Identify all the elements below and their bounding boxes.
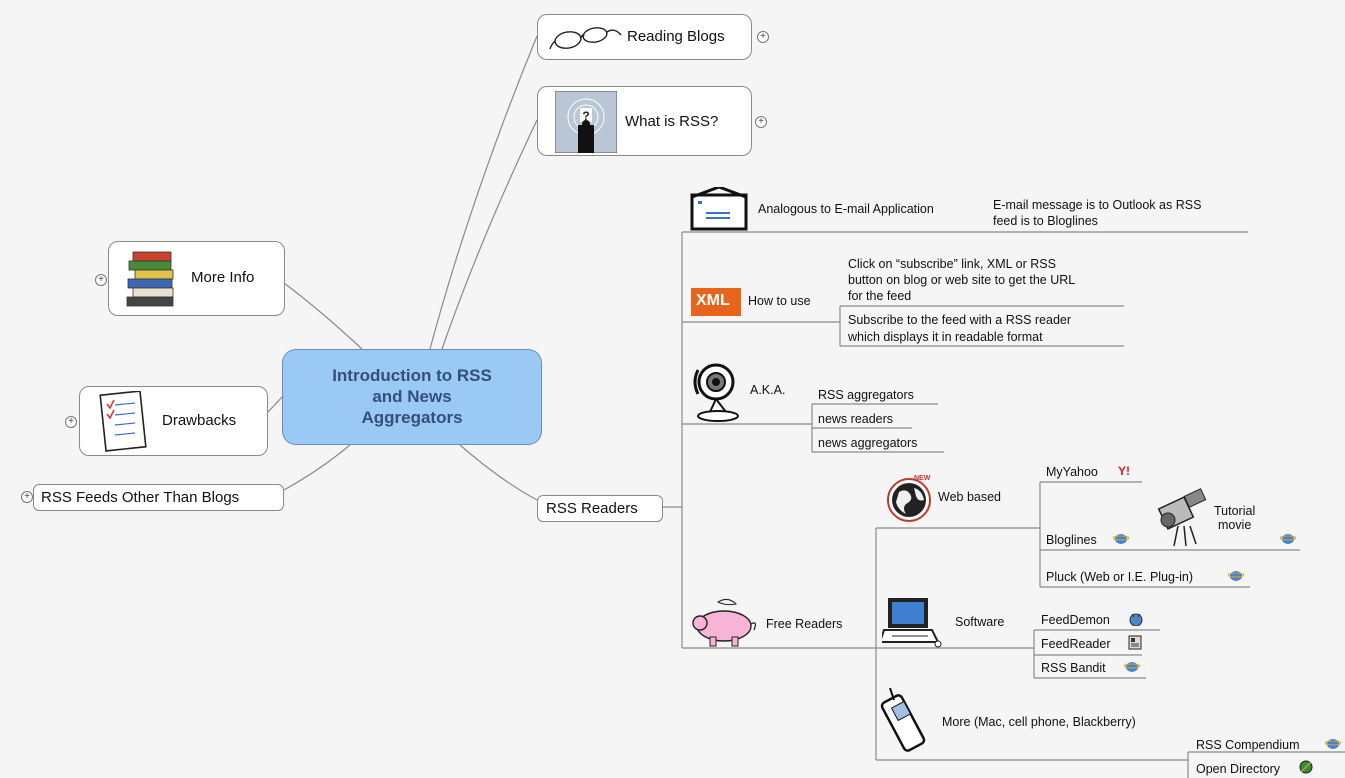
- how-to-use-step1-line1: Click on “subscribe” link, XML or RSS: [848, 257, 1056, 271]
- link-feedreader[interactable]: FeedReader: [1041, 637, 1111, 651]
- how-to-use-step1-line3: for the feed: [848, 289, 912, 303]
- topic-rss-feeds-other-than-blogs[interactable]: RSS Feeds Other Than Blogs: [33, 484, 284, 511]
- feeddemon-icon: [1129, 613, 1143, 626]
- aka-item-news-readers[interactable]: news readers: [818, 412, 894, 426]
- topic-label: Drawbacks: [162, 412, 237, 429]
- how-to-use-step2-line1: Subscribe to the feed with a RSS reader: [848, 313, 1072, 327]
- tutorial-movie-label[interactable]: Tutorial movie: [1214, 504, 1256, 532]
- expand-toggle-icon[interactable]: +: [755, 116, 767, 128]
- expand-toggle-icon[interactable]: +: [757, 31, 769, 43]
- link-rss-compendium[interactable]: RSS Compendium: [1196, 738, 1300, 752]
- how-to-use-step1-line2: button on blog or web site to get the UR…: [848, 273, 1076, 287]
- webcam-icon: [693, 363, 739, 422]
- xml-badge-icon: XML: [691, 288, 741, 316]
- ie-icon: [1113, 534, 1129, 544]
- how-to-use-label[interactable]: How to use: [748, 294, 811, 308]
- topic-what-is-rss[interactable]: ? What is RSS?: [537, 86, 752, 156]
- software-label[interactable]: Software: [955, 615, 1005, 629]
- video-camera-icon: [1157, 488, 1207, 547]
- laptop-icon: [882, 598, 942, 648]
- expand-toggle-icon[interactable]: +: [65, 416, 77, 428]
- topic-reading-blogs[interactable]: Reading Blogs: [537, 14, 752, 60]
- ie-icon: [1124, 662, 1140, 672]
- topic-label: More Info: [191, 269, 255, 286]
- globe-icon: NEW: [887, 475, 931, 522]
- central-topic[interactable]: Introduction to RSS and News Aggregators: [282, 349, 542, 445]
- eyeglasses-icon: [549, 27, 622, 50]
- analogous-detail-line1: E-mail message is to Outlook as RSS: [993, 198, 1202, 212]
- more-label[interactable]: More (Mac, cell phone, Blackberry): [942, 715, 1136, 729]
- ie-icon: [1325, 739, 1341, 749]
- expand-toggle-icon[interactable]: +: [95, 274, 107, 286]
- topic-label: RSS Readers: [546, 500, 638, 517]
- how-to-use-step2-line2: which displays it in readable format: [848, 330, 1043, 344]
- piggy-bank-icon: [692, 598, 757, 647]
- link-rss-bandit[interactable]: RSS Bandit: [1041, 661, 1106, 675]
- expand-toggle-icon[interactable]: +: [21, 491, 33, 503]
- topic-label: RSS Feeds Other Than Blogs: [41, 489, 240, 506]
- yahoo-icon: Y!: [1118, 464, 1130, 478]
- aka-item-news-aggregators[interactable]: news aggregators: [818, 436, 918, 450]
- ie-icon: [1280, 534, 1296, 544]
- link-pluck[interactable]: Pluck (Web or I.E. Plug-in): [1046, 570, 1194, 584]
- topic-more-info[interactable]: More Info: [108, 241, 285, 316]
- checklist-icon: [99, 391, 147, 452]
- topic-label: What is RSS?: [625, 113, 719, 130]
- aka-item-rss-aggregators[interactable]: RSS aggregators: [818, 388, 914, 402]
- web-based-label[interactable]: Web based: [938, 490, 1002, 504]
- analogous-detail-line2: feed is to Bloglines: [993, 214, 1098, 228]
- books-stack-icon: [126, 251, 174, 307]
- central-topic-label: Introduction to RSS and News Aggregators: [332, 366, 492, 427]
- link-bloglines[interactable]: Bloglines: [1046, 533, 1097, 547]
- envelope-icon: [690, 187, 748, 231]
- open-directory-icon: [1299, 760, 1313, 774]
- ie-icon: [1228, 571, 1244, 581]
- topic-rss-readers[interactable]: RSS Readers: [537, 495, 663, 522]
- svg-text:Y!: Y!: [1118, 464, 1130, 478]
- topic-drawbacks[interactable]: Drawbacks: [79, 386, 268, 456]
- link-open-directory[interactable]: Open Directory: [1196, 762, 1281, 776]
- question-person-icon: ?: [555, 91, 617, 153]
- cell-phone-icon: [880, 688, 926, 752]
- link-feeddemon[interactable]: FeedDemon: [1041, 613, 1110, 627]
- feedreader-icon: [1128, 635, 1142, 650]
- free-readers-label[interactable]: Free Readers: [766, 617, 843, 631]
- aka-label[interactable]: A.K.A.: [750, 383, 786, 397]
- topic-label: Reading Blogs: [627, 28, 725, 45]
- link-myyahoo[interactable]: MyYahoo: [1046, 465, 1098, 479]
- svg-text:?: ?: [582, 109, 589, 123]
- new-badge-text: NEW: [914, 475, 931, 482]
- analogous-label[interactable]: Analogous to E-mail Application: [758, 202, 934, 216]
